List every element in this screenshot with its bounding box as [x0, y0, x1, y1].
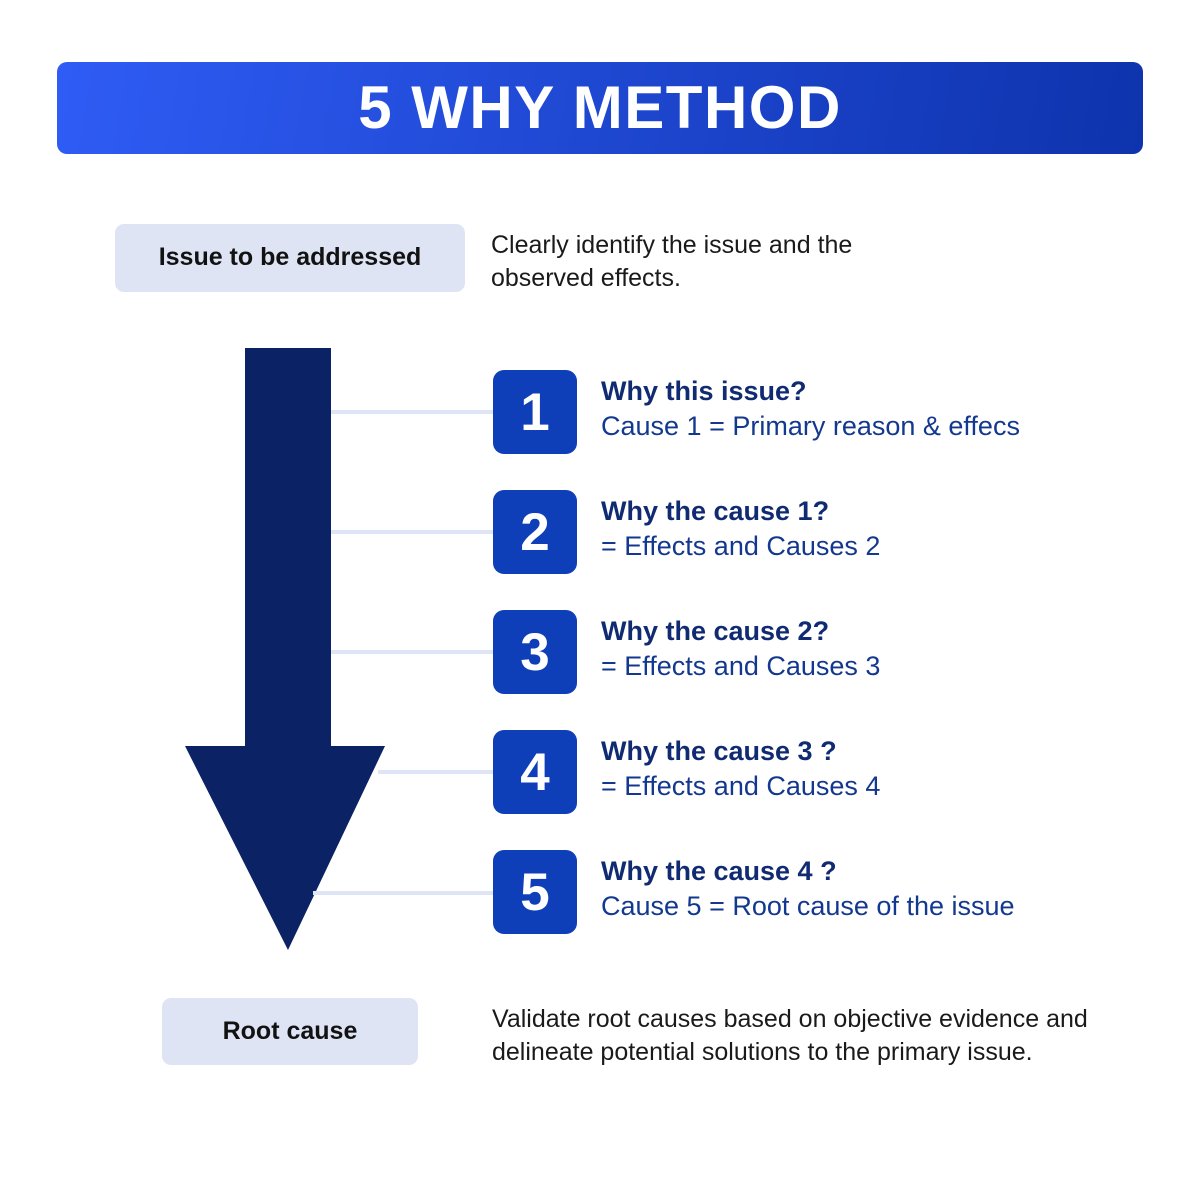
step-number-badge-3: 3 [493, 610, 577, 694]
step-question-3: Why the cause 2? [601, 616, 830, 646]
step-number-badge-2: 2 [493, 490, 577, 574]
step-question-2: Why the cause 1? [601, 496, 830, 526]
step-answer-3: = Effects and Causes 3 [601, 650, 881, 681]
connector-line-1 [331, 410, 494, 414]
step-text-block-5: Why the cause 4 ? Cause 5 = Root cause o… [601, 854, 1200, 924]
connector-line-4 [378, 770, 494, 774]
step-text-block-1: Why this issue? Cause 1 = Primary reason… [601, 374, 1200, 444]
root-cause-description-text: Validate root causes based on objective … [492, 1005, 1088, 1066]
down-arrow-icon [185, 348, 385, 950]
connector-line-3 [331, 650, 494, 654]
step-number-2: 2 [520, 502, 550, 562]
step-number-3: 3 [520, 622, 550, 682]
step-number-5: 5 [520, 862, 550, 922]
step-number-badge-4: 4 [493, 730, 577, 814]
arrow-shape [185, 348, 385, 950]
root-cause-box: Root cause [162, 998, 418, 1065]
step-question-4: Why the cause 3 ? [601, 736, 837, 766]
step-answer-4: = Effects and Causes 4 [601, 770, 881, 801]
step-answer-2: = Effects and Causes 2 [601, 530, 881, 561]
step-answer-5: Cause 5 = Root cause of the issue [601, 890, 1015, 921]
step-text-block-3: Why the cause 2? = Effects and Causes 3 [601, 614, 1200, 684]
page-title: 5 WHY METHOD [358, 74, 842, 141]
issue-box-label: Issue to be addressed [158, 243, 422, 272]
step-question-1: Why this issue? [601, 376, 807, 406]
step-number-badge-5: 5 [493, 850, 577, 934]
root-cause-box-label: Root cause [222, 1016, 358, 1045]
step-text-block-4: Why the cause 3 ? = Effects and Causes 4 [601, 734, 1200, 804]
issue-description-text: Clearly identify the issue and the obser… [491, 231, 853, 292]
issue-to-be-addressed-box: Issue to be addressed [115, 224, 465, 292]
connector-line-5 [313, 891, 494, 895]
step-question-5: Why the cause 4 ? [601, 856, 837, 886]
step-number-badge-1: 1 [493, 370, 577, 454]
step-number-4: 4 [520, 742, 550, 802]
title-banner: 5 WHY METHOD [57, 62, 1143, 154]
step-number-1: 1 [520, 382, 550, 442]
connector-line-2 [331, 530, 494, 534]
step-text-block-2: Why the cause 1? = Effects and Causes 2 [601, 494, 1200, 564]
step-answer-1: Cause 1 = Primary reason & effecs [601, 410, 1020, 441]
